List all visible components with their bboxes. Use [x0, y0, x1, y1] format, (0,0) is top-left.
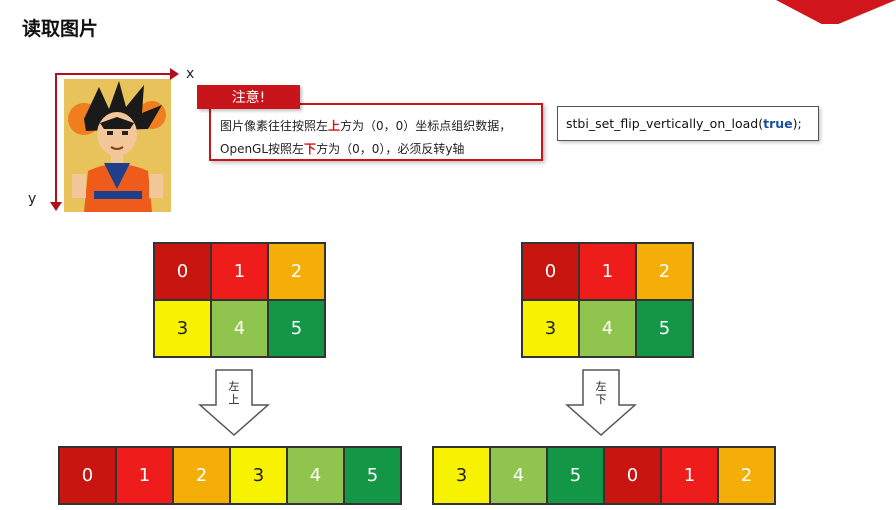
note-box: 图片像素往往按照左上方为（0，0）坐标点组织数据， OpenGL按照左下方为（0… [209, 103, 543, 161]
note-line-1-text-a: 图片像素往往按照左 [220, 119, 329, 133]
grid-cell: 2 [268, 243, 325, 300]
grid-cell: 1 [211, 243, 268, 300]
code-suffix: ); [792, 116, 802, 131]
note-line-2-text-b: 方为（0，0），必须反转y轴 [316, 142, 465, 156]
y-axis-arrow [55, 73, 57, 205]
right-down-arrow-icon [565, 369, 637, 437]
left-pixel-grid: 0 1 2 3 4 5 [153, 242, 326, 358]
strip-cell: 3 [230, 447, 287, 504]
code-prefix: stbi_set_flip_vertically_on_load( [566, 116, 764, 131]
grid-cell: 4 [579, 300, 636, 357]
strip-cell: 3 [433, 447, 490, 504]
grid-cell: 2 [636, 243, 693, 300]
code-keyword: true [763, 116, 793, 131]
left-arrow-label: 左 上 [226, 380, 242, 406]
note-line-2-text-a: OpenGL按照左 [220, 142, 305, 156]
left-arrow-label-2: 上 [228, 393, 240, 406]
grid-cell: 1 [579, 243, 636, 300]
right-row-strip: 3 4 5 0 1 2 [432, 446, 776, 505]
grid-cell: 3 [522, 300, 579, 357]
y-axis-arrowhead [50, 202, 62, 211]
strip-cell: 0 [604, 447, 661, 504]
grid-cell: 5 [268, 300, 325, 357]
note-line-2-highlight: 下 [304, 142, 317, 156]
grid-cell: 4 [211, 300, 268, 357]
y-axis-label: y [28, 191, 37, 207]
left-arrow-label-1: 左 [228, 380, 240, 393]
left-row-strip: 0 1 2 3 4 5 [58, 446, 402, 505]
grid-cell: 5 [636, 300, 693, 357]
grid-cell: 0 [522, 243, 579, 300]
x-axis-arrowhead [170, 68, 179, 80]
left-down-arrow-icon [198, 369, 270, 437]
code-snippet: stbi_set_flip_vertically_on_load(true); [557, 106, 819, 141]
strip-cell: 2 [173, 447, 230, 504]
note-line-2: OpenGL按照左下方为（0，0），必须反转y轴 [220, 138, 541, 161]
strip-cell: 5 [344, 447, 401, 504]
strip-cell: 4 [490, 447, 547, 504]
right-arrow-label-2: 下 [595, 393, 607, 406]
grid-cell: 3 [154, 300, 211, 357]
x-axis-arrow [56, 73, 174, 75]
note-line-1-text-b: 方为（0，0）坐标点组织数据， [340, 119, 512, 133]
x-axis-label: x [186, 66, 195, 82]
corner-accent-shape [776, 0, 896, 24]
grid-cell: 0 [154, 243, 211, 300]
strip-cell: 1 [661, 447, 718, 504]
character-image [64, 79, 171, 212]
right-arrow-label: 左 下 [593, 380, 609, 406]
right-arrow-label-1: 左 [595, 380, 607, 393]
note-line-1: 图片像素往往按照左上方为（0，0）坐标点组织数据， [220, 115, 541, 138]
right-pixel-grid: 0 1 2 3 4 5 [521, 242, 694, 358]
strip-cell: 2 [718, 447, 775, 504]
strip-cell: 5 [547, 447, 604, 504]
note-line-1-highlight: 上 [328, 119, 341, 133]
page-title: 读取图片 [22, 18, 99, 40]
strip-cell: 1 [116, 447, 173, 504]
strip-cell: 0 [59, 447, 116, 504]
strip-cell: 4 [287, 447, 344, 504]
note-tab: 注意! [197, 85, 300, 109]
